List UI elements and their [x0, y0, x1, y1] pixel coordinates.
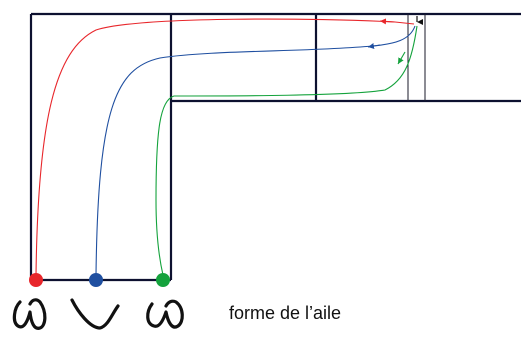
- handwritten-glyphs: [12, 298, 184, 330]
- blue-point: [89, 273, 103, 287]
- handwritten-nu: [70, 298, 120, 330]
- red-streamline: [35, 18, 415, 276]
- green-arrowhead: [397, 51, 406, 65]
- endpoint-markers: [29, 273, 170, 287]
- green-point: [156, 273, 170, 287]
- handwritten-omega-1: [12, 298, 47, 330]
- red-point: [29, 273, 43, 287]
- handwritten-omega-2: [146, 299, 184, 329]
- red-arrowhead: [379, 18, 396, 25]
- diagram-caption: forme de l’aile: [229, 303, 341, 323]
- streamlines: [35, 18, 418, 276]
- blue-arrowhead: [367, 43, 381, 49]
- green-streamline: [155, 25, 418, 276]
- duct-walls: [29, 12, 521, 282]
- blue-streamline: [95, 25, 416, 276]
